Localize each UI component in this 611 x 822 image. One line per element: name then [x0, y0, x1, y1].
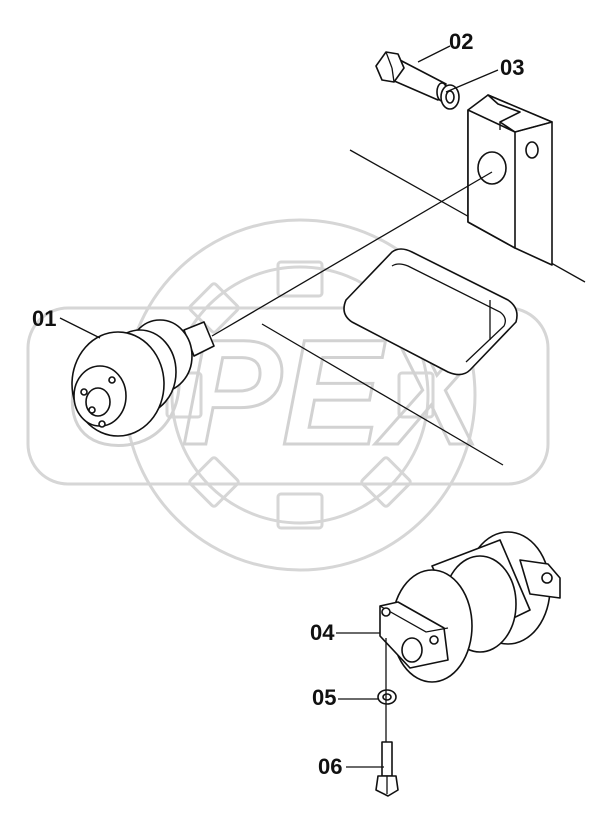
watermark-banner	[26, 306, 550, 486]
callout-labels: 01 02 03 04 05 06	[32, 29, 524, 779]
callout-01: 01	[32, 306, 56, 331]
callout-03: 03	[500, 55, 524, 80]
mounting-bracket	[467, 94, 553, 266]
roller-assembly-04	[379, 531, 561, 683]
callout-02: 02	[449, 29, 473, 54]
frame-cutout	[343, 248, 518, 376]
bolt-06	[375, 638, 399, 797]
callout-leaders	[59, 45, 499, 768]
callout-06: 06	[318, 754, 342, 779]
track-roller-01	[71, 171, 493, 437]
washer-03	[440, 84, 460, 110]
callout-04: 04	[310, 620, 335, 645]
washer-05	[377, 689, 397, 705]
callout-05: 05	[312, 685, 336, 710]
bolt-02	[375, 51, 448, 102]
